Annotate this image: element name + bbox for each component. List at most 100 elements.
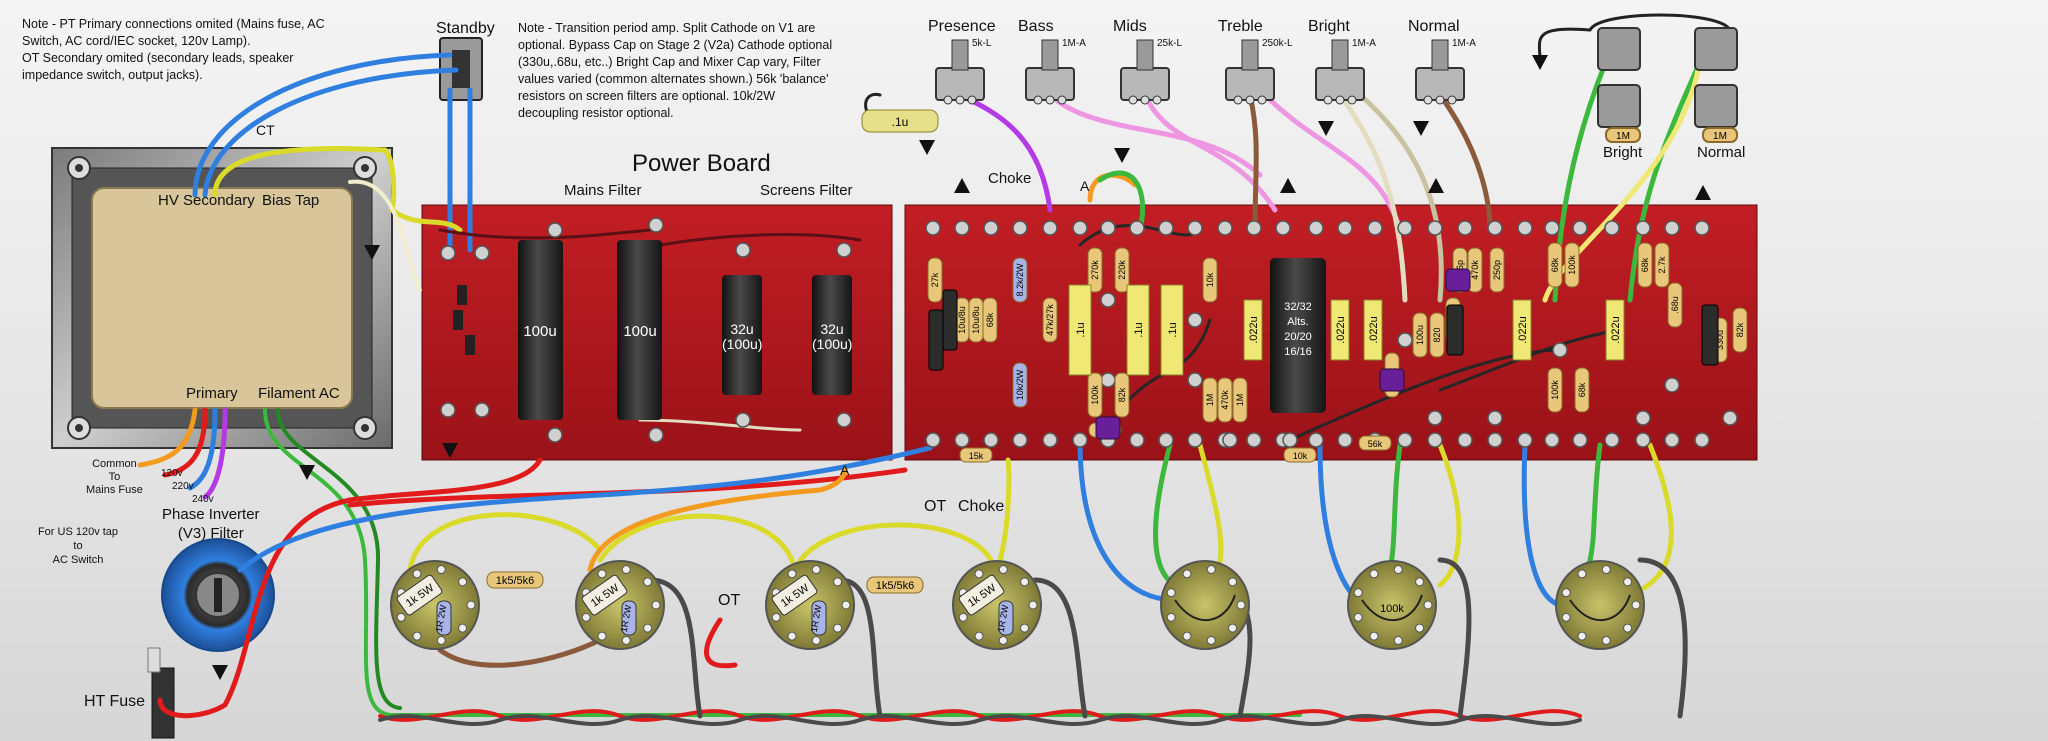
turret-bottom [1604,432,1620,448]
resistor-11: 100k [1087,372,1103,418]
label-ht-fuse: HT Fuse [84,693,146,710]
svg-text:8.2k/2W: 8.2k/2W [1015,263,1025,297]
turret-bottom [1544,432,1560,448]
turret [1635,410,1651,426]
main-filter-can [1270,258,1326,413]
svg-text:.022u: .022u [1368,316,1380,344]
turret-top [1012,220,1028,236]
resistor-15: 1M [1202,377,1218,423]
svg-text:10u/8u: 10u/8u [957,306,967,334]
resistor-21: 820 [1429,312,1445,358]
svg-text:100k: 100k [1567,255,1577,275]
turret [474,245,490,261]
turret [1187,312,1203,328]
turret-top [1187,220,1203,236]
film-cap-7: .022u [1512,299,1532,361]
resistor-1: 27k [927,257,943,303]
note-left: Note - PT Primary connections omited (Ma… [22,17,325,82]
film-cap-6: .022u [1363,299,1383,361]
tube-socket-5 [1160,560,1250,650]
resistor-20: 100u [1412,312,1428,358]
turret-top [1427,220,1443,236]
label-a-top: A [1080,178,1090,194]
film-cap-8: .022u [1605,299,1625,361]
pot-3-name: Mids [1113,18,1147,35]
resistor-3: 10u/8u [968,297,984,343]
pot-3-value: 25k-L [1157,38,1183,49]
turret-top [1664,220,1680,236]
label-a-low: A [840,462,850,478]
turret-top [1397,220,1413,236]
svg-text:100k: 100k [1090,385,1100,405]
svg-text:820: 820 [1432,327,1442,342]
resistor-10: 220k [1114,247,1130,293]
svg-text:82k: 82k [1735,322,1745,337]
turret-bottom [1129,432,1145,448]
label-primary: Primary [186,385,238,402]
wiring-harness [137,13,1732,726]
svg-text:10u/8u: 10u/8u [971,306,981,334]
turret-top [1457,220,1473,236]
turret [1100,372,1116,388]
turret-bottom [954,432,970,448]
pot-3 [1120,39,1170,105]
turret-top [1544,220,1560,236]
svg-text:10k/2W: 10k/2W [1015,369,1025,400]
filter-cap-4 [812,275,852,395]
svg-text:.1u: .1u [1133,322,1145,337]
pot-5-value: 1M-A [1352,38,1376,49]
label-screens-filter: Screens Filter [760,182,853,199]
turret-bottom [983,432,999,448]
turret-bottom [1694,432,1710,448]
pot-5-name: Bright [1308,18,1350,35]
turret-bottom [1012,432,1028,448]
turret [735,242,751,258]
svg-text:.022u: .022u [1335,316,1347,344]
mica-cap-2 [1379,368,1405,392]
turret-top [1635,220,1651,236]
pot-2-name: Bass [1018,18,1054,35]
filter-cap-2-value: 100u [623,323,656,340]
resistor-4: 68k [982,297,998,343]
filter-cap-2 [617,240,662,420]
label-common-to-mains: Common To Mains Fuse [86,458,143,496]
svg-text:100k: 100k [1550,380,1560,400]
turret-top [1694,220,1710,236]
label-ot-mid: OT [718,592,741,609]
series-resistor-2: 1k5/5k6 [866,576,924,594]
svg-text:68k: 68k [985,312,995,327]
filter-cap-3-value: 32u (100u) [722,321,763,352]
electrolytic-3 [1446,304,1464,356]
label-choke-top: Choke [988,170,1032,187]
resistor-16: 470k [1217,377,1233,423]
series-resistor-1: 1k5/5k6 [486,571,544,589]
turret-top [954,220,970,236]
pot-4-value: 250k-L [1262,38,1293,49]
svg-text:330u: 330u [1715,330,1725,350]
turret-bottom [1072,432,1088,448]
note-top: Note - Transition period amp. Split Cath… [518,21,833,120]
pot-4 [1225,39,1275,105]
turret-top [1367,220,1383,236]
rectifier-diode-3 [457,285,467,305]
svg-text:.1u: .1u [1075,322,1087,337]
mica-cap-1 [1445,268,1471,292]
turret [1487,410,1503,426]
label-standby: Standby [436,20,495,37]
turret-top [1042,220,1058,236]
turret-bottom [1187,432,1203,448]
svg-text:1k5/5k6: 1k5/5k6 [876,580,915,592]
resistor-30: 68k [1574,367,1590,413]
svg-text:470k: 470k [1220,390,1230,410]
turret-top [1246,220,1262,236]
svg-text:1R 2W: 1R 2W [809,604,824,633]
pot-1-name: Presence [928,18,996,35]
svg-text:1M: 1M [1235,394,1245,407]
note-us-tap: For US 120v tap to AC Switch [37,526,119,566]
film-cap-2: .1u [1126,284,1150,376]
resistor-19: 56k [1358,435,1392,451]
film-cap-1: .1u [1068,284,1092,376]
